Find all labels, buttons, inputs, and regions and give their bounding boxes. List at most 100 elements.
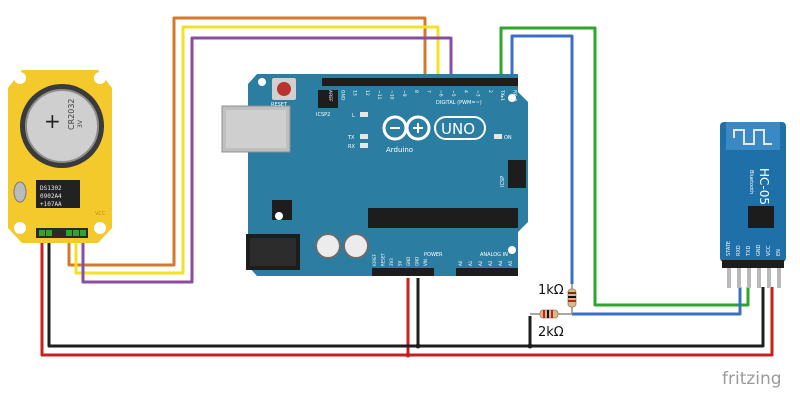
mount-hole <box>94 222 106 234</box>
power-pin-label: VIN <box>423 259 428 266</box>
rtc-pin-header <box>36 228 88 238</box>
led-rx-label: RX <box>348 144 355 150</box>
mount-hole <box>14 222 26 234</box>
rtc-pin <box>66 230 72 236</box>
wire-blue <box>510 34 574 284</box>
usb-connector-inner <box>226 110 286 148</box>
hc05-pin-label: EN <box>776 249 782 256</box>
icsp2-header <box>318 90 338 108</box>
digital-pin-label: 12 <box>364 90 370 96</box>
junction-dot <box>415 343 421 349</box>
ds1302-chip <box>36 180 80 208</box>
resistor-1k <box>567 284 577 314</box>
hc05-pins <box>727 268 781 288</box>
rtc-module: + CR2032 3V DS1302 0902A4 +107AA VCC <box>8 70 112 243</box>
wires <box>40 16 774 357</box>
chip-line-1: DS1302 <box>40 185 62 192</box>
hc05-pin <box>767 268 771 288</box>
resistor-1k-label: 1kΩ <box>538 283 564 298</box>
power-pin-label: IOREF <box>372 253 377 266</box>
hc05-pin-label: STATE <box>726 241 732 256</box>
digital-pin-label: ~11 <box>376 90 382 100</box>
hc05-chip <box>748 206 774 228</box>
power-jack-inner <box>250 238 296 266</box>
atmega-chip <box>368 208 518 228</box>
wire-yellow <box>74 25 440 275</box>
rtc-pin-label: VCC <box>95 211 106 217</box>
hc05-sub: Bluetooth <box>748 170 754 194</box>
digital-label: DIGITAL (PWM=~) <box>436 100 482 106</box>
wire-black <box>47 236 420 348</box>
analog-pin-label: A5 <box>508 260 513 266</box>
hc05-pin <box>737 268 741 288</box>
digital-pin-label: ~10 <box>389 90 395 100</box>
fritzing-watermark: fritzing <box>722 369 782 389</box>
hc05-name: HC-05 <box>757 168 771 205</box>
analog-pin-label: A4 <box>498 260 503 266</box>
capacitor <box>315 233 341 259</box>
wire-blue-2 <box>572 287 742 316</box>
power-pin-label: 3V3 <box>389 258 394 266</box>
capacitor <box>343 233 369 259</box>
rtc-pin <box>39 230 45 236</box>
power-pin-label: 5V <box>398 260 403 266</box>
crystal <box>13 181 27 203</box>
battery-label: CR2032 <box>67 98 76 130</box>
power-pin-label: GND <box>406 257 411 266</box>
led-l <box>360 112 368 117</box>
digital-pin-label: 2 <box>487 90 493 93</box>
battery-cell <box>25 89 99 163</box>
analog-pin-label: A1 <box>468 260 473 266</box>
digital-pin-label: ~3 <box>475 90 481 97</box>
wire-green <box>499 26 750 307</box>
led-on <box>494 134 502 139</box>
digital-pin-label: TX▸1 <box>499 89 505 101</box>
brand-label: Arduino <box>386 146 413 154</box>
arduino-uno: RESET ICSP2 L TX RX ON UNO Arduino ICSP <box>221 74 528 276</box>
digital-pin-label: ~9 <box>401 90 407 97</box>
digital-pin-label: AREF <box>327 90 333 102</box>
reset-button-cap[interactable] <box>277 82 291 96</box>
digital-pin-label: ~6 <box>438 90 444 97</box>
mount-hole <box>94 72 106 84</box>
led-rx <box>360 143 368 148</box>
arduino-logo <box>382 115 431 141</box>
chip-line-2: 0902A4 <box>40 193 62 200</box>
analog-pin-label: A3 <box>488 260 493 266</box>
wire-orange <box>67 16 427 267</box>
chip-line-3: +107AA <box>40 201 62 208</box>
reset-label: RESET <box>271 102 288 108</box>
rtc-pin <box>46 230 52 236</box>
digital-pin-label: 8 <box>413 90 419 93</box>
hc05-pin-label: GND <box>756 244 762 256</box>
digital-header <box>322 78 518 86</box>
hc05-pin <box>747 268 751 288</box>
on-label: ON <box>504 135 512 141</box>
mount-hole <box>508 94 516 102</box>
power-pin-label: RESET <box>381 253 386 266</box>
led-tx-label: TX <box>347 135 355 141</box>
digital-pin-label: 13 <box>352 90 358 96</box>
digital-pin-label: 4 <box>462 90 468 93</box>
resistor-2k <box>530 309 572 319</box>
icsp-label: ICSP <box>500 176 506 187</box>
uno-badge <box>434 116 486 140</box>
led-l-label: L <box>352 113 355 119</box>
analog-pin-label: A0 <box>458 260 463 266</box>
rtc-pin <box>73 230 79 236</box>
mount-hole <box>258 78 266 86</box>
digital-pin-label: 7 <box>425 90 431 93</box>
mount-hole <box>14 72 26 84</box>
hc05-pin <box>777 268 781 288</box>
led-tx <box>360 134 368 139</box>
antenna-trace <box>733 129 772 145</box>
wire-red-2 <box>408 287 774 357</box>
power-label: POWER <box>424 252 443 258</box>
voltage-divider: 1kΩ 2kΩ <box>530 283 577 340</box>
